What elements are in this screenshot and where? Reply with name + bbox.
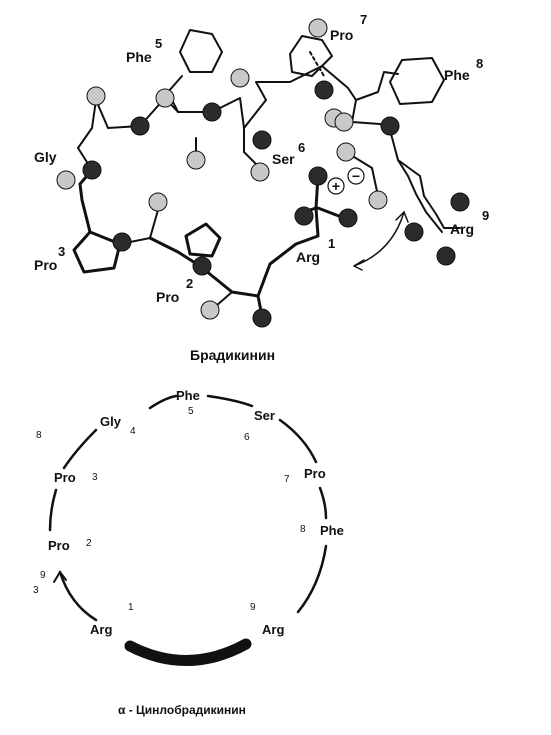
atom-light <box>86 86 106 106</box>
label-pro3: Pro <box>34 257 57 273</box>
atom-light <box>334 112 354 132</box>
cyclo-ring <box>48 394 328 666</box>
ring-num-7: 7 <box>284 474 290 485</box>
atom-light <box>155 88 175 108</box>
phe8-ring <box>389 57 445 105</box>
atom-dark <box>130 116 150 136</box>
atom-dark <box>380 116 400 136</box>
atom-dark <box>112 232 132 252</box>
ring-num-6: 6 <box>244 432 250 443</box>
ring-label-arg1: Arg <box>90 622 112 637</box>
atom-dark <box>252 130 272 150</box>
edge-mark-9: 9 <box>40 570 46 581</box>
ring-num-5: 5 <box>188 406 194 417</box>
backbone-upper <box>77 65 461 229</box>
atom-light <box>56 170 76 190</box>
ring-label-pro2: Pro <box>48 538 70 553</box>
ring-label-gly4: Gly <box>100 414 122 429</box>
ring-num-1: 1 <box>128 602 134 613</box>
bradykinin-structure <box>72 29 461 318</box>
ring-num-3: 3 <box>92 472 98 483</box>
atom-dark <box>252 308 272 328</box>
atom-dark <box>192 256 212 276</box>
atom-dark <box>294 206 314 226</box>
atom-light <box>250 162 270 182</box>
charges: + − <box>327 167 365 195</box>
atom-dark <box>82 160 102 180</box>
sup-phe5: 5 <box>155 36 162 51</box>
ring-label-pro7: Pro <box>304 466 326 481</box>
sup-phe8: 8 <box>476 56 483 71</box>
sup-pro2: 2 <box>186 276 193 291</box>
pro7-ring <box>289 35 333 77</box>
ring-num-9: 9 <box>250 602 256 613</box>
label-arg9: Arg <box>450 221 474 237</box>
ring-arc-left-lower <box>58 570 98 622</box>
ring-arc-right-upper <box>278 418 318 464</box>
sup-pro3: 3 <box>58 244 65 259</box>
arg9-sidechain <box>397 159 443 233</box>
atom-light <box>186 150 206 170</box>
ring-arc-left-mid <box>48 488 58 532</box>
ring-arc-top-right <box>206 394 254 408</box>
atom-light <box>308 18 328 38</box>
ring-label-phe8: Phe <box>320 523 344 538</box>
atom-light <box>200 300 220 320</box>
ring-num-4: 4 <box>130 426 136 437</box>
atom-dark <box>450 192 470 212</box>
sup-ser6: 6 <box>298 140 305 155</box>
ring-arc-top-left <box>148 394 178 410</box>
ring-label-phe5: Phe <box>176 388 200 403</box>
label-pro7: Pro <box>330 27 353 43</box>
label-phe8: Phe <box>444 67 470 83</box>
edge-mark-8: 8 <box>36 430 42 441</box>
atom-dark <box>404 222 424 242</box>
pro3-ring <box>72 230 122 274</box>
atom-dark <box>314 80 334 100</box>
ring-label-ser6: Ser <box>254 408 275 423</box>
sup-arg1: 1 <box>328 236 335 251</box>
atom-light <box>230 68 250 88</box>
minus-charge: − <box>352 168 360 184</box>
atom-light <box>148 192 168 212</box>
label-phe5: Phe <box>126 49 152 65</box>
ring-arc-left-upper <box>62 428 98 470</box>
ring-bold-bottom <box>124 638 252 666</box>
label-arg1: Arg <box>296 249 320 265</box>
atom-dark <box>308 166 328 186</box>
atom-light <box>368 190 388 210</box>
label-gly: Gly <box>34 149 57 165</box>
ring-label-pro3: Pro <box>54 470 76 485</box>
atom-dark <box>436 246 456 266</box>
label-pro2: Pro <box>156 289 179 305</box>
ring-num-8: 8 <box>300 524 306 535</box>
ring-arc-right-mid <box>318 486 328 520</box>
caption-bradykinin: Брадикинин <box>190 347 275 363</box>
atom-dark <box>338 208 358 228</box>
ring-arc-right-lower <box>296 544 328 614</box>
cyclo-labels: Phe 5 Ser 6 Pro 7 Phe 8 Arg 9 Arg 1 Pro … <box>33 388 344 717</box>
caption-cyclobradykinin: α - Цинлобрадикинин <box>118 703 246 717</box>
atom-light <box>336 142 356 162</box>
plus-charge: + <box>332 178 340 194</box>
ring-num-2: 2 <box>86 538 92 549</box>
sup-arg9: 9 <box>482 208 489 223</box>
sup-pro7: 7 <box>360 12 367 27</box>
edge-mark-3: 3 <box>33 585 39 596</box>
top-labels: Phe 5 Pro 7 Phe 8 Gly Ser 6 Pro 3 Pro 2 … <box>34 12 489 363</box>
phe8-sidechain <box>355 71 399 101</box>
pro2-ring <box>184 222 222 258</box>
atom-dark <box>202 102 222 122</box>
interaction-arrow <box>353 211 405 267</box>
ring-label-arg9: Arg <box>262 622 284 637</box>
phe5-ring <box>179 29 223 73</box>
label-ser6: Ser <box>272 151 295 167</box>
atoms <box>56 18 470 328</box>
